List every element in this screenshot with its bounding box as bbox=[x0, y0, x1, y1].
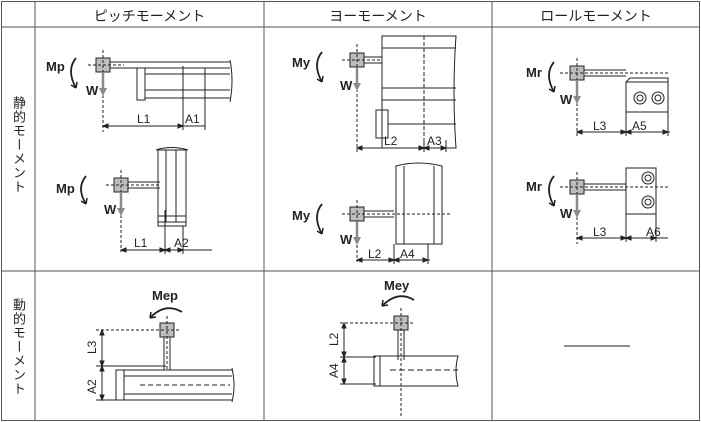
label-l2-dyn: L2 bbox=[327, 332, 341, 346]
label-l1-1: L1 bbox=[137, 112, 151, 126]
label-a5: A5 bbox=[632, 119, 647, 133]
label-mp-2: Mp bbox=[56, 181, 75, 196]
label-my-1: My bbox=[292, 55, 311, 70]
label-w-1: W bbox=[86, 83, 99, 98]
label-mp-1: Mp bbox=[46, 59, 65, 74]
static-roll-diagram-2 bbox=[548, 167, 668, 244]
label-mey: Mey bbox=[384, 278, 410, 293]
static-yaw-diagram-1 bbox=[316, 35, 457, 152]
header-yaw-moment: ヨーモーメント bbox=[329, 8, 427, 24]
static-roll-diagram-1 bbox=[548, 58, 670, 136]
row-header-static: 静的モーメント bbox=[11, 96, 26, 194]
label-l3-dyn: L3 bbox=[85, 340, 99, 354]
label-a1: A1 bbox=[185, 112, 200, 126]
row-header-dynamic: 動的モーメント bbox=[11, 298, 26, 396]
label-a4-dyn: A4 bbox=[327, 363, 341, 378]
static-pitch-diagram-1 bbox=[70, 50, 233, 132]
label-a2-1: A2 bbox=[174, 236, 189, 250]
label-w-2: W bbox=[104, 202, 117, 217]
label-mep: Mep bbox=[152, 288, 178, 303]
label-a2-dyn: A2 bbox=[85, 379, 99, 394]
label-mr-2: Mr bbox=[526, 179, 542, 194]
header-pitch-moment: ピッチモーメント bbox=[93, 8, 206, 24]
label-l3-2: L3 bbox=[593, 225, 607, 239]
label-my-2: My bbox=[292, 208, 311, 223]
label-mr-1: Mr bbox=[526, 65, 542, 80]
diagram-labels: Mp W L1 A1 Mp W L1 A2 My W L2 A3 My W L2… bbox=[46, 55, 661, 394]
static-pitch-diagram-2 bbox=[80, 147, 212, 254]
dynamic-pitch-diagram bbox=[96, 307, 235, 403]
label-w-6: W bbox=[560, 206, 573, 221]
header-roll-moment: ロールモーメント bbox=[540, 8, 652, 24]
label-w-3: W bbox=[340, 78, 353, 93]
label-l3-1: L3 bbox=[593, 119, 607, 133]
label-a4-1: A4 bbox=[400, 247, 415, 261]
label-l2-2: L2 bbox=[368, 247, 382, 261]
label-a6: A6 bbox=[646, 225, 661, 239]
label-l1-2: L1 bbox=[134, 236, 148, 250]
static-yaw-diagram-2 bbox=[316, 162, 452, 264]
label-w-4: W bbox=[340, 232, 353, 247]
label-w-5: W bbox=[560, 92, 573, 107]
label-l2-1: L2 bbox=[384, 134, 398, 148]
dynamic-yaw-diagram bbox=[340, 295, 459, 416]
label-a3: A3 bbox=[427, 134, 442, 148]
